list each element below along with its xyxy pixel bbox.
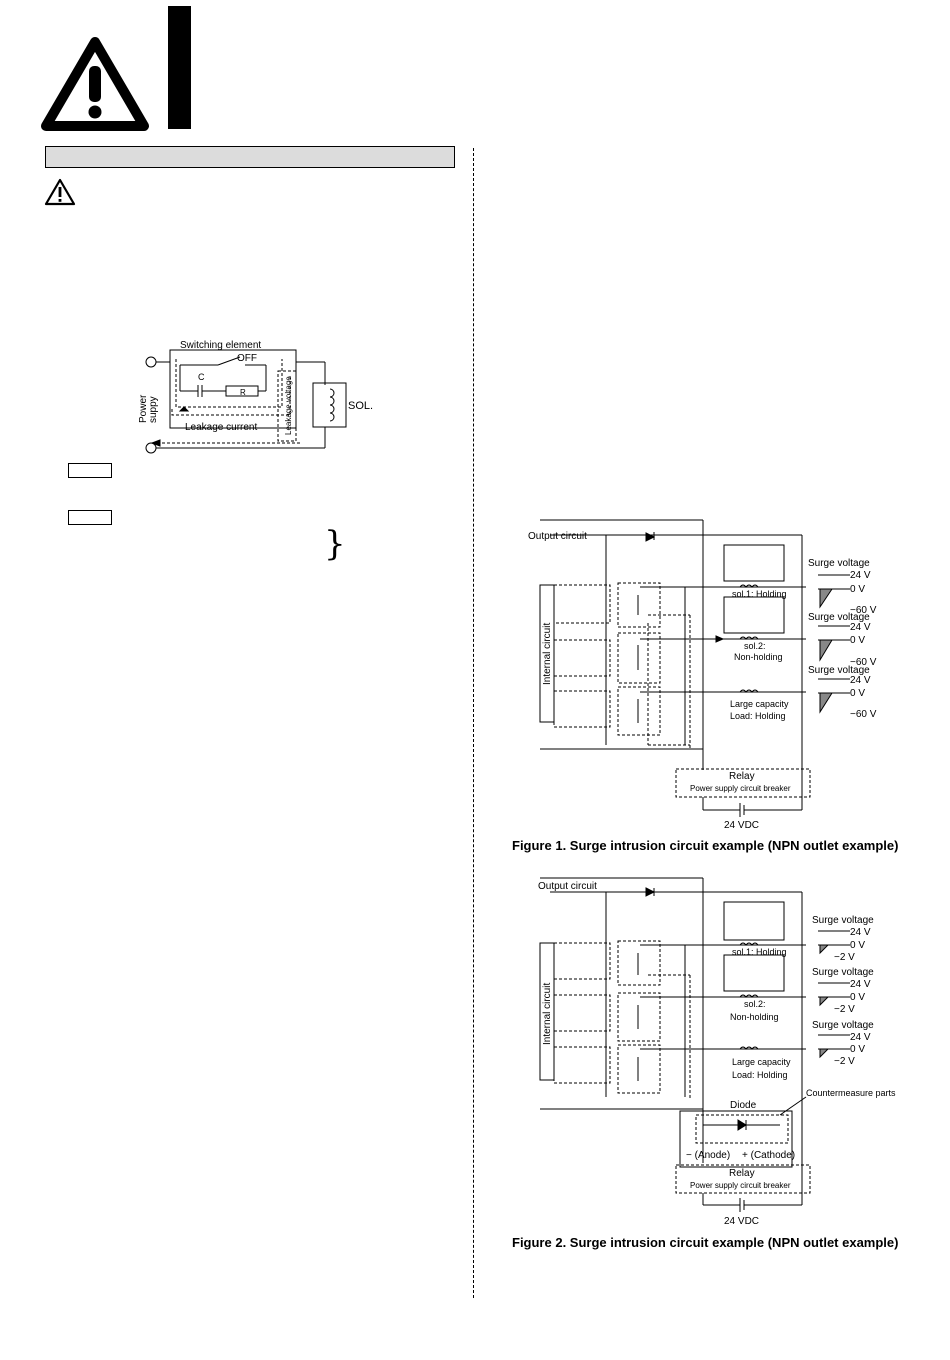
figure1-circuit: Output circuit Internal circuit sol.1: H… <box>528 519 877 831</box>
fig1-output-circuit: Output circuit <box>528 531 587 542</box>
figure2-caption: Figure 2. Surge intrusion circuit exampl… <box>512 1235 899 1250</box>
fig2-relay: Relay <box>729 1168 755 1179</box>
fig2-sol2-a: sol.2: <box>744 999 766 1009</box>
fig2-large-a: Large capacity <box>732 1057 791 1067</box>
fig2-countermeasure: Countermeasure parts <box>806 1088 896 1098</box>
fig2-surge-1: Surge voltage <box>812 915 874 926</box>
header-black-bar <box>168 6 191 129</box>
sol-label: SOL. <box>348 400 373 412</box>
leakage-current-diagram: Switching element OFF C R Leakage curren… <box>138 340 373 454</box>
fig1-0v-2: 0 V <box>850 635 865 646</box>
leakage-current-label: Leakage current <box>185 422 257 433</box>
fig1-neg60-3: −60 V <box>850 709 877 720</box>
column-divider <box>473 148 474 1298</box>
fig2-0v-2: 0 V <box>850 992 865 1003</box>
figure2-circuit: Output circuit Internal circuit sol.1: H… <box>538 877 896 1227</box>
fig2-neg2-3: −2 V <box>834 1056 855 1067</box>
fig2-breaker: Power supply circuit breaker <box>690 1181 791 1190</box>
fig1-0v-3: 0 V <box>850 688 865 699</box>
fig1-sol2-b: Non-holding <box>734 652 783 662</box>
fig1-0v-1: 0 V <box>850 584 865 595</box>
fig1-internal-circuit: Internal circuit <box>542 623 553 685</box>
power-supply-label-2: suppy <box>148 396 159 423</box>
fig1-24vdc: 24 VDC <box>724 820 759 831</box>
fig2-anode: − (Anode) <box>686 1150 730 1161</box>
brace-symbol: } <box>324 524 346 564</box>
fig2-sol1: sol.1: Holding <box>732 947 787 957</box>
fig1-large-b: Load: Holding <box>730 711 786 721</box>
switching-element-label: Switching element <box>180 340 261 351</box>
fig2-large-b: Load: Holding <box>732 1070 788 1080</box>
fig2-internal-circuit: Internal circuit <box>542 983 553 1045</box>
fig2-24v-2: 24 V <box>850 979 871 990</box>
fig2-cathode: + (Cathode) <box>742 1150 795 1161</box>
figure1-caption: Figure 1. Surge intrusion circuit exampl… <box>512 838 899 853</box>
fig1-surge-1: Surge voltage <box>808 558 870 569</box>
note-box-2 <box>68 510 112 525</box>
fig1-24v-2: 24 V <box>850 622 871 633</box>
fig2-surge-2: Surge voltage <box>812 967 874 978</box>
fig2-0v-1: 0 V <box>850 940 865 951</box>
capacitor-label: C <box>198 372 205 382</box>
fig2-24v-3: 24 V <box>850 1032 871 1043</box>
fig1-24v-1: 24 V <box>850 570 871 581</box>
leakage-voltage-label: Leakage voltage <box>284 376 293 435</box>
fig2-neg2-2: −2 V <box>834 1004 855 1015</box>
fig2-24vdc: 24 VDC <box>724 1216 759 1227</box>
fig1-breaker: Power supply circuit breaker <box>690 784 791 793</box>
note-box-1 <box>68 463 112 478</box>
fig1-neg60-1: −60 V <box>850 605 877 616</box>
fig2-diode: Diode <box>730 1100 757 1111</box>
section-title-bar <box>45 146 455 168</box>
fig1-neg60-2: −60 V <box>850 657 877 668</box>
power-supply-label-1: Power <box>138 394 149 423</box>
fig2-neg2-1: −2 V <box>834 952 855 963</box>
fig1-24v-3: 24 V <box>850 675 871 686</box>
fig1-sol2-a: sol.2: <box>744 641 766 651</box>
fig1-relay: Relay <box>729 771 755 782</box>
fig2-24v-1: 24 V <box>850 927 871 938</box>
fig1-surge-2: Surge voltage <box>808 612 870 623</box>
fig2-sol2-b: Non-holding <box>730 1012 779 1022</box>
resistor-label: R <box>240 388 246 397</box>
warning-triangle-icon <box>41 37 149 131</box>
fig1-large-a: Large capacity <box>730 699 789 709</box>
fig2-output-circuit: Output circuit <box>538 881 597 892</box>
off-label: OFF <box>237 353 257 364</box>
fig1-surge-3: Surge voltage <box>808 665 870 676</box>
fig2-surge-3: Surge voltage <box>812 1020 874 1031</box>
fig2-0v-3: 0 V <box>850 1044 865 1055</box>
caution-icon <box>44 178 76 206</box>
fig1-sol1: sol.1: Holding <box>732 589 787 599</box>
